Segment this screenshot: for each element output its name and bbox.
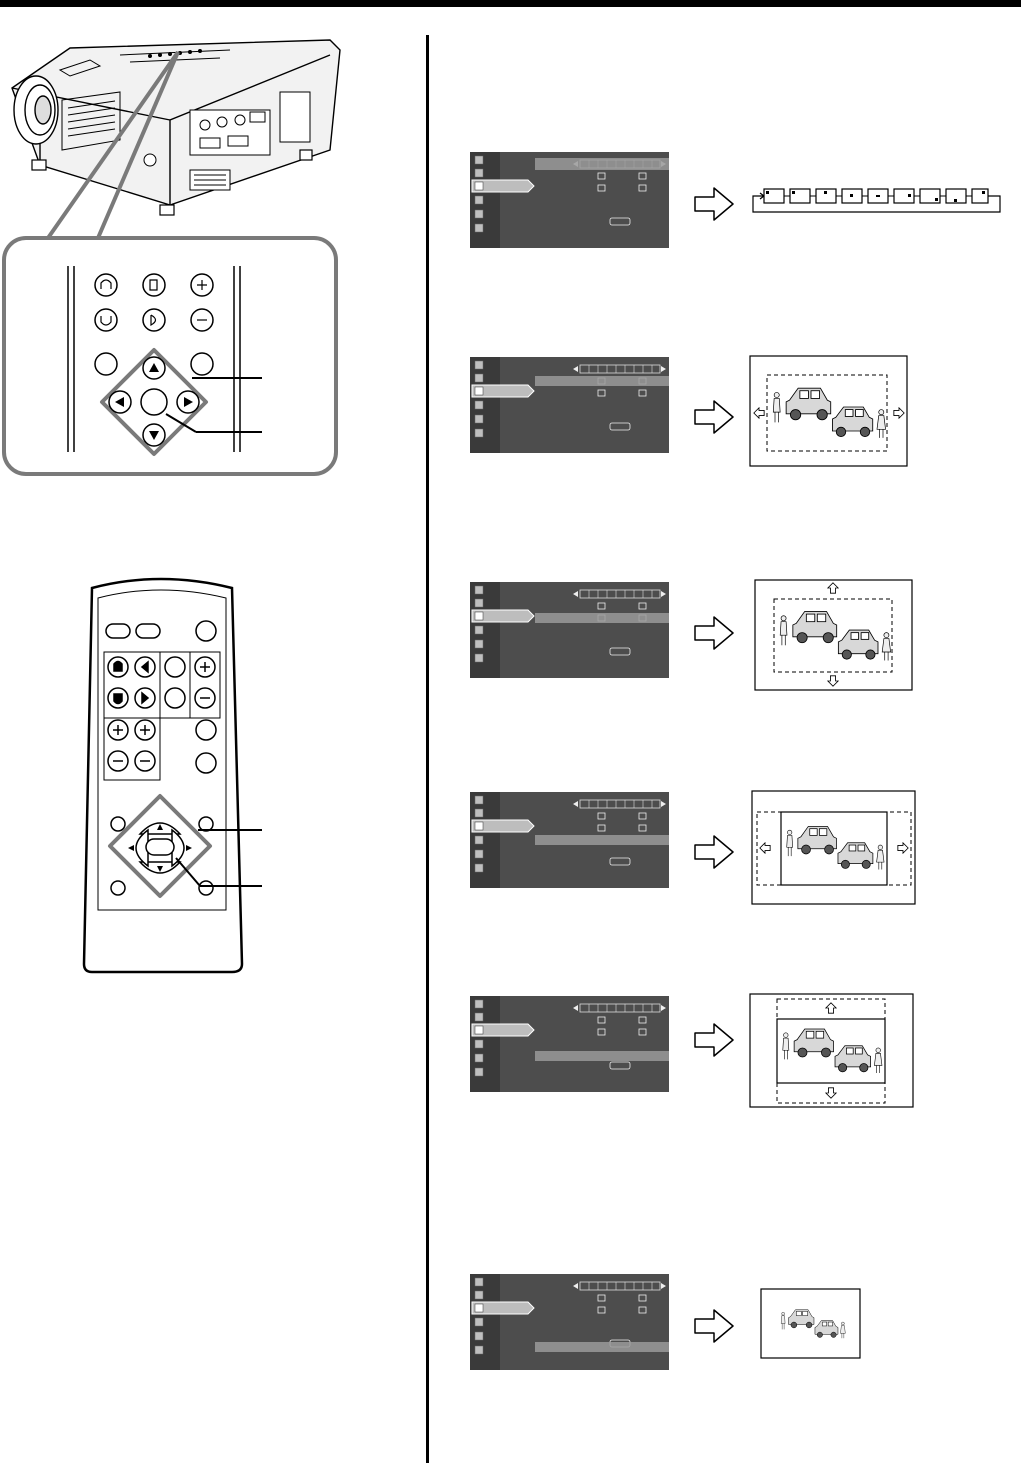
arrow-icon bbox=[694, 1309, 734, 1343]
arrow-icon bbox=[694, 616, 734, 650]
result-horizontal-shrink bbox=[751, 790, 917, 906]
result-normal bbox=[760, 1288, 862, 1360]
arrow-icon bbox=[694, 187, 734, 221]
osd-menu-5 bbox=[470, 996, 669, 1092]
arrow-icon bbox=[694, 835, 734, 869]
osd-menu-4 bbox=[470, 792, 669, 888]
projector-illustration bbox=[0, 0, 426, 490]
osd-menu-1 bbox=[470, 152, 669, 248]
arrow-icon bbox=[694, 400, 734, 434]
arrow-icon bbox=[694, 1023, 734, 1057]
result-vertical-expand bbox=[754, 579, 914, 691]
remote-control-illustration bbox=[0, 568, 426, 978]
mode-sequence-diagram bbox=[750, 186, 1005, 218]
column-divider bbox=[426, 35, 429, 1463]
result-vertical-shrink bbox=[749, 993, 915, 1109]
osd-menu-2 bbox=[470, 357, 669, 453]
result-horizontal-expand bbox=[749, 355, 909, 467]
osd-menu-3 bbox=[470, 582, 669, 678]
osd-menu-6 bbox=[470, 1274, 669, 1370]
